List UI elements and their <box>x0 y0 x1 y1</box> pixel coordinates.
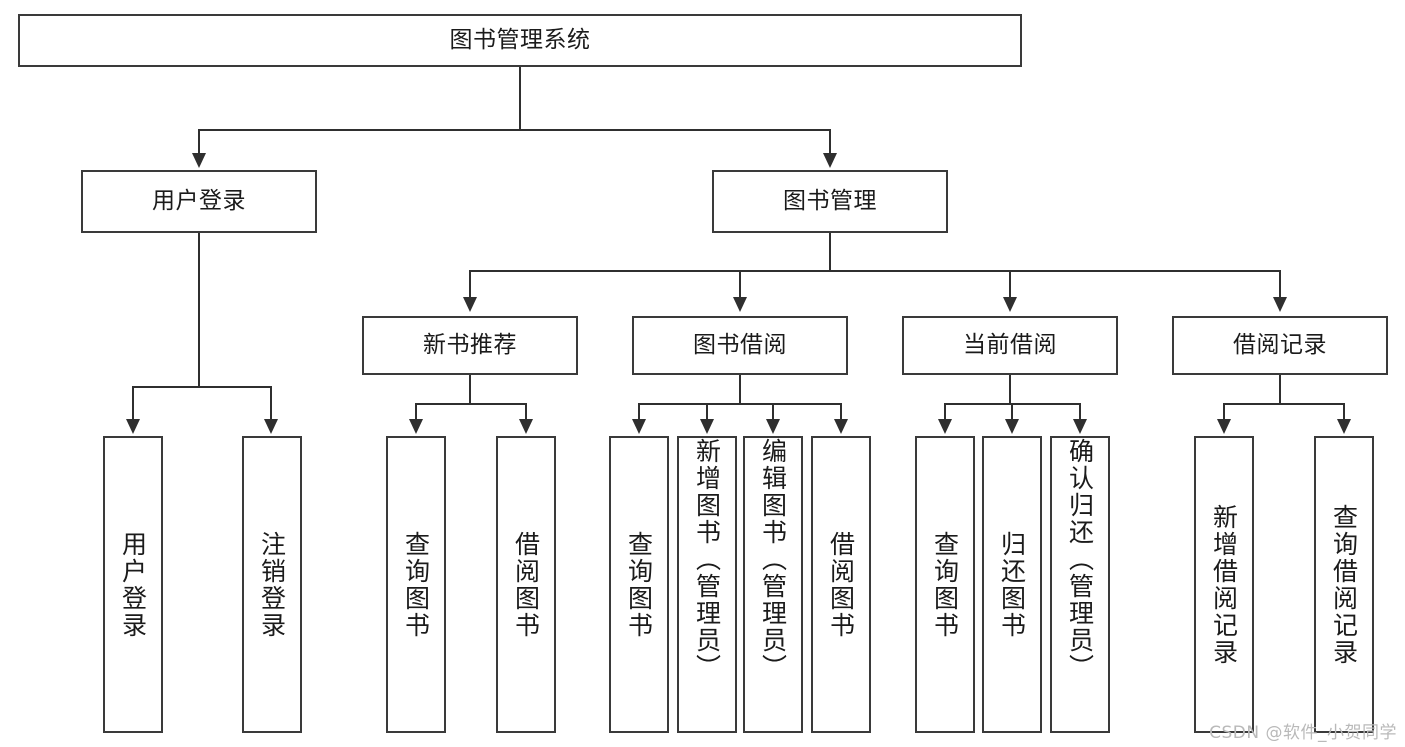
leaf-edit-book-admin[interactable]: 编辑图书（管理员） <box>743 436 803 733</box>
node-label: 借阅图书 <box>826 530 856 639</box>
arrowhead-borrow-record <box>1273 297 1287 312</box>
connector-book-borrow-bus <box>638 403 842 405</box>
leaf-add-book-admin[interactable]: 新增图书（管理员） <box>677 436 737 733</box>
arrowhead-borrow-record-leaf-2 <box>1337 419 1351 434</box>
node-label: 新增图书（管理员） <box>692 438 722 681</box>
arrowhead-borrow-record-leaf-1 <box>1217 419 1231 434</box>
leaf-query-book-recommend[interactable]: 查询图书 <box>386 436 446 733</box>
node-borrow-record[interactable]: 借阅记录 <box>1172 316 1388 375</box>
node-label: 查询图书 <box>930 530 960 639</box>
arrowhead-user-login <box>192 153 206 168</box>
leaf-confirm-return-admin[interactable]: 确认归还（管理员） <box>1050 436 1110 733</box>
connector-user-login-bus <box>132 386 270 388</box>
connector-user-login-leaf-1 <box>132 386 134 420</box>
arrowhead-book-borrow-leaf-2 <box>700 419 714 434</box>
arrowhead-current-borrow-leaf-3 <box>1073 419 1087 434</box>
connector-current-borrow-leaf-2 <box>1011 403 1013 420</box>
node-label: 确认归还（管理员） <box>1065 438 1095 681</box>
node-label: 图书管理系统 <box>449 26 591 53</box>
node-label: 查询图书 <box>401 530 431 639</box>
connector-to-borrow-record <box>1279 270 1281 298</box>
node-label: 归还图书 <box>997 530 1027 639</box>
node-label: 查询图书 <box>624 530 654 639</box>
connector-book-borrow-leaf-4 <box>840 403 842 420</box>
node-label: 注销登录 <box>257 530 287 639</box>
leaf-query-borrow-record[interactable]: 查询借阅记录 <box>1314 436 1374 733</box>
leaf-return-book[interactable]: 归还图书 <box>982 436 1042 733</box>
connector-new-book-leaf-2 <box>525 403 527 420</box>
node-current-borrow[interactable]: 当前借阅 <box>902 316 1118 375</box>
node-label: 新增借阅记录 <box>1209 503 1239 666</box>
connector-borrow-record-leaf-1 <box>1223 403 1225 420</box>
connector-current-borrow-stem <box>1009 375 1011 405</box>
node-label: 用户登录 <box>152 187 246 214</box>
connector-book-borrow-leaf-2 <box>706 403 708 420</box>
connector-to-new-book-recommend <box>469 270 471 298</box>
connector-root-stem <box>519 67 521 129</box>
node-label: 查询借阅记录 <box>1329 503 1359 666</box>
connector-new-book-stem <box>469 375 471 405</box>
connector-borrow-record-bus <box>1223 403 1343 405</box>
arrowhead-book-manage <box>823 153 837 168</box>
arrowhead-new-book-leaf-1 <box>409 419 423 434</box>
arrowhead-book-borrow-leaf-3 <box>766 419 780 434</box>
connector-to-current-borrow <box>1009 270 1011 298</box>
arrowhead-book-borrow-leaf-1 <box>632 419 646 434</box>
connector-borrow-record-stem <box>1279 375 1281 405</box>
arrowhead-current-borrow-leaf-2 <box>1005 419 1019 434</box>
node-book-borrow[interactable]: 图书借阅 <box>632 316 848 375</box>
leaf-borrow-book[interactable]: 借阅图书 <box>811 436 871 733</box>
connector-user-login-stem <box>198 233 200 388</box>
arrowhead-current-borrow <box>1003 297 1017 312</box>
arrowhead-book-borrow <box>733 297 747 312</box>
leaf-query-book-current[interactable]: 查询图书 <box>915 436 975 733</box>
node-label: 用户登录 <box>118 530 148 639</box>
arrowhead-current-borrow-leaf-1 <box>938 419 952 434</box>
node-label: 当前借阅 <box>963 331 1057 358</box>
arrowhead-new-book-recommend <box>463 297 477 312</box>
node-user-login[interactable]: 用户登录 <box>81 170 317 233</box>
leaf-user-login[interactable]: 用户登录 <box>103 436 163 733</box>
leaf-add-borrow-record[interactable]: 新增借阅记录 <box>1194 436 1254 733</box>
connector-book-borrow-leaf-3 <box>772 403 774 420</box>
connector-new-book-leaf-1 <box>415 403 417 420</box>
connector-book-borrow-leaf-1 <box>638 403 640 420</box>
leaf-borrow-book-recommend[interactable]: 借阅图书 <box>496 436 556 733</box>
node-label: 图书管理 <box>783 187 877 214</box>
arrowhead-new-book-leaf-2 <box>519 419 533 434</box>
connector-book-manage-stem <box>829 233 831 272</box>
node-label: 借阅记录 <box>1233 331 1327 358</box>
arrowhead-book-borrow-leaf-4 <box>834 419 848 434</box>
connector-root-to-book-manage <box>829 129 831 155</box>
node-root-system[interactable]: 图书管理系统 <box>18 14 1022 67</box>
connector-borrow-record-leaf-2 <box>1343 403 1345 420</box>
connector-book-manage-bus <box>469 270 1281 272</box>
leaf-logout[interactable]: 注销登录 <box>242 436 302 733</box>
connector-new-book-bus <box>415 403 527 405</box>
connector-book-borrow-stem <box>739 375 741 405</box>
csdn-watermark: CSDN @软件_小贺同学 <box>1209 723 1397 743</box>
node-book-management[interactable]: 图书管理 <box>712 170 948 233</box>
leaf-query-book-borrow[interactable]: 查询图书 <box>609 436 669 733</box>
arrowhead-leaf-logout <box>264 419 278 434</box>
node-label: 借阅图书 <box>511 530 541 639</box>
connector-user-login-leaf-2 <box>270 386 272 420</box>
node-label: 图书借阅 <box>693 331 787 358</box>
node-label: 编辑图书（管理员） <box>758 438 788 681</box>
node-new-book-recommend[interactable]: 新书推荐 <box>362 316 578 375</box>
node-label: 新书推荐 <box>423 331 517 358</box>
arrowhead-leaf-user-login <box>126 419 140 434</box>
connector-root-to-user-login <box>198 129 200 155</box>
connector-root-bus <box>198 129 831 131</box>
connector-to-book-borrow <box>739 270 741 298</box>
connector-current-borrow-leaf-1 <box>944 403 946 420</box>
connector-current-borrow-leaf-3 <box>1079 403 1081 420</box>
